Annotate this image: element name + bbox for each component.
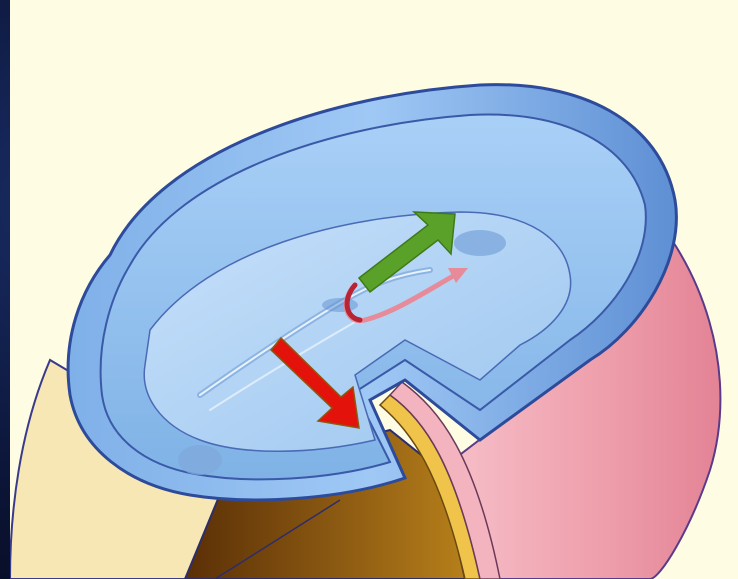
cranial-depression: [454, 230, 506, 256]
embryo-diagram: [10, 0, 738, 579]
illustration-panel: [10, 0, 738, 579]
caudal-depression: [178, 445, 222, 475]
